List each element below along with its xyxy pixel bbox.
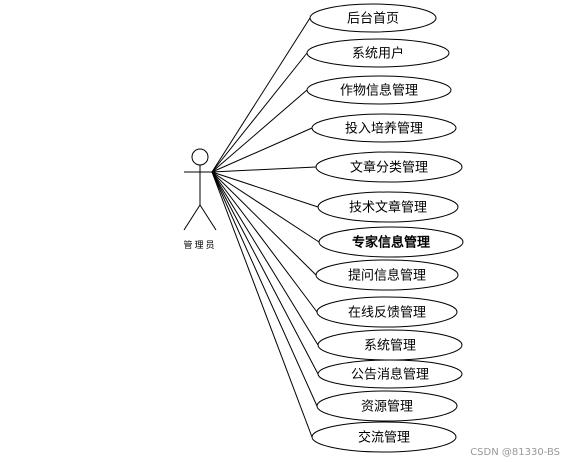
use-case-uc-tech-article: 技术文章管理 (317, 191, 459, 223)
use-case-label: 后台首页 (347, 12, 399, 27)
use-case-ellipse (316, 296, 458, 328)
use-case-ellipse (316, 390, 458, 422)
use-case-uc-resource: 资源管理 (316, 390, 458, 422)
use-case-ellipse (315, 259, 459, 291)
use-case-ellipse (306, 38, 450, 68)
use-case-label: 投入培养管理 (345, 121, 423, 137)
use-case-label: 公告消息管理 (351, 367, 429, 383)
use-case-uc-feedback: 在线反馈管理 (316, 296, 458, 328)
use-case-uc-system-user: 系统用户 (306, 38, 450, 68)
use-case-uc-question-info: 提问信息管理 (315, 259, 459, 291)
association-uc-notice (211, 171, 319, 375)
use-case-list: 后台首页系统用户作物信息管理投入培养管理文章分类管理技术文章管理专家信息管理提问… (306, 3, 464, 453)
use-case-label: 技术文章管理 (349, 200, 427, 216)
use-case-ellipse (311, 113, 457, 143)
association-uc-question-info (211, 171, 317, 276)
use-case-label: 系统管理 (364, 339, 416, 354)
use-case-ellipse (309, 3, 437, 33)
use-case-label: 系统用户 (352, 46, 404, 62)
association-uc-expert-info (211, 171, 320, 243)
use-case-ellipse (317, 359, 463, 389)
use-case-uc-exchange: 交流管理 (311, 421, 457, 453)
use-case-ellipse (315, 151, 463, 183)
use-case-uc-crop-info: 作物信息管理 (306, 75, 452, 105)
use-case-label: 文章分类管理 (350, 160, 428, 176)
association-uc-cultivation (211, 127, 313, 173)
use-case-uc-article-category: 文章分类管理 (315, 151, 463, 183)
use-case-uc-system-manage: 系统管理 (317, 329, 463, 361)
association-uc-exchange (211, 171, 313, 438)
association-uc-resource (211, 171, 318, 407)
use-case-label: 提问信息管理 (348, 268, 426, 284)
use-case-label: 交流管理 (358, 430, 410, 446)
association-uc-article-category (211, 166, 317, 173)
use-case-label: 资源管理 (361, 400, 413, 415)
actor-administrator: 管理员 (183, 148, 217, 251)
use-case-ellipse (317, 191, 459, 223)
association-uc-home (211, 17, 311, 173)
watermark: CSDN @81330-BS (470, 447, 560, 458)
association-uc-feedback (211, 171, 318, 313)
actor-right-leg (199, 204, 217, 231)
use-case-label: 作物信息管理 (340, 83, 418, 99)
use-case-ellipse (311, 421, 457, 453)
use-case-uc-cultivation: 投入培养管理 (311, 113, 457, 143)
actor-head (191, 148, 209, 166)
use-case-uc-expert-info: 专家信息管理 (318, 226, 464, 258)
association-uc-crop-info (211, 89, 308, 173)
use-case-ellipse (318, 226, 464, 258)
association-uc-tech-article (211, 171, 319, 208)
use-case-uc-notice: 公告消息管理 (317, 359, 463, 389)
use-case-ellipse (306, 75, 452, 105)
actor-label: 管理员 (183, 239, 216, 251)
use-case-label: 在线反馈管理 (348, 306, 426, 321)
use-case-label: 专家信息管理 (352, 235, 430, 251)
association-uc-system-manage (211, 171, 319, 346)
use-case-uc-home: 后台首页 (309, 3, 437, 33)
association-uc-system-user (211, 52, 308, 173)
actor-left-leg (183, 204, 201, 231)
association-lines (211, 17, 320, 438)
